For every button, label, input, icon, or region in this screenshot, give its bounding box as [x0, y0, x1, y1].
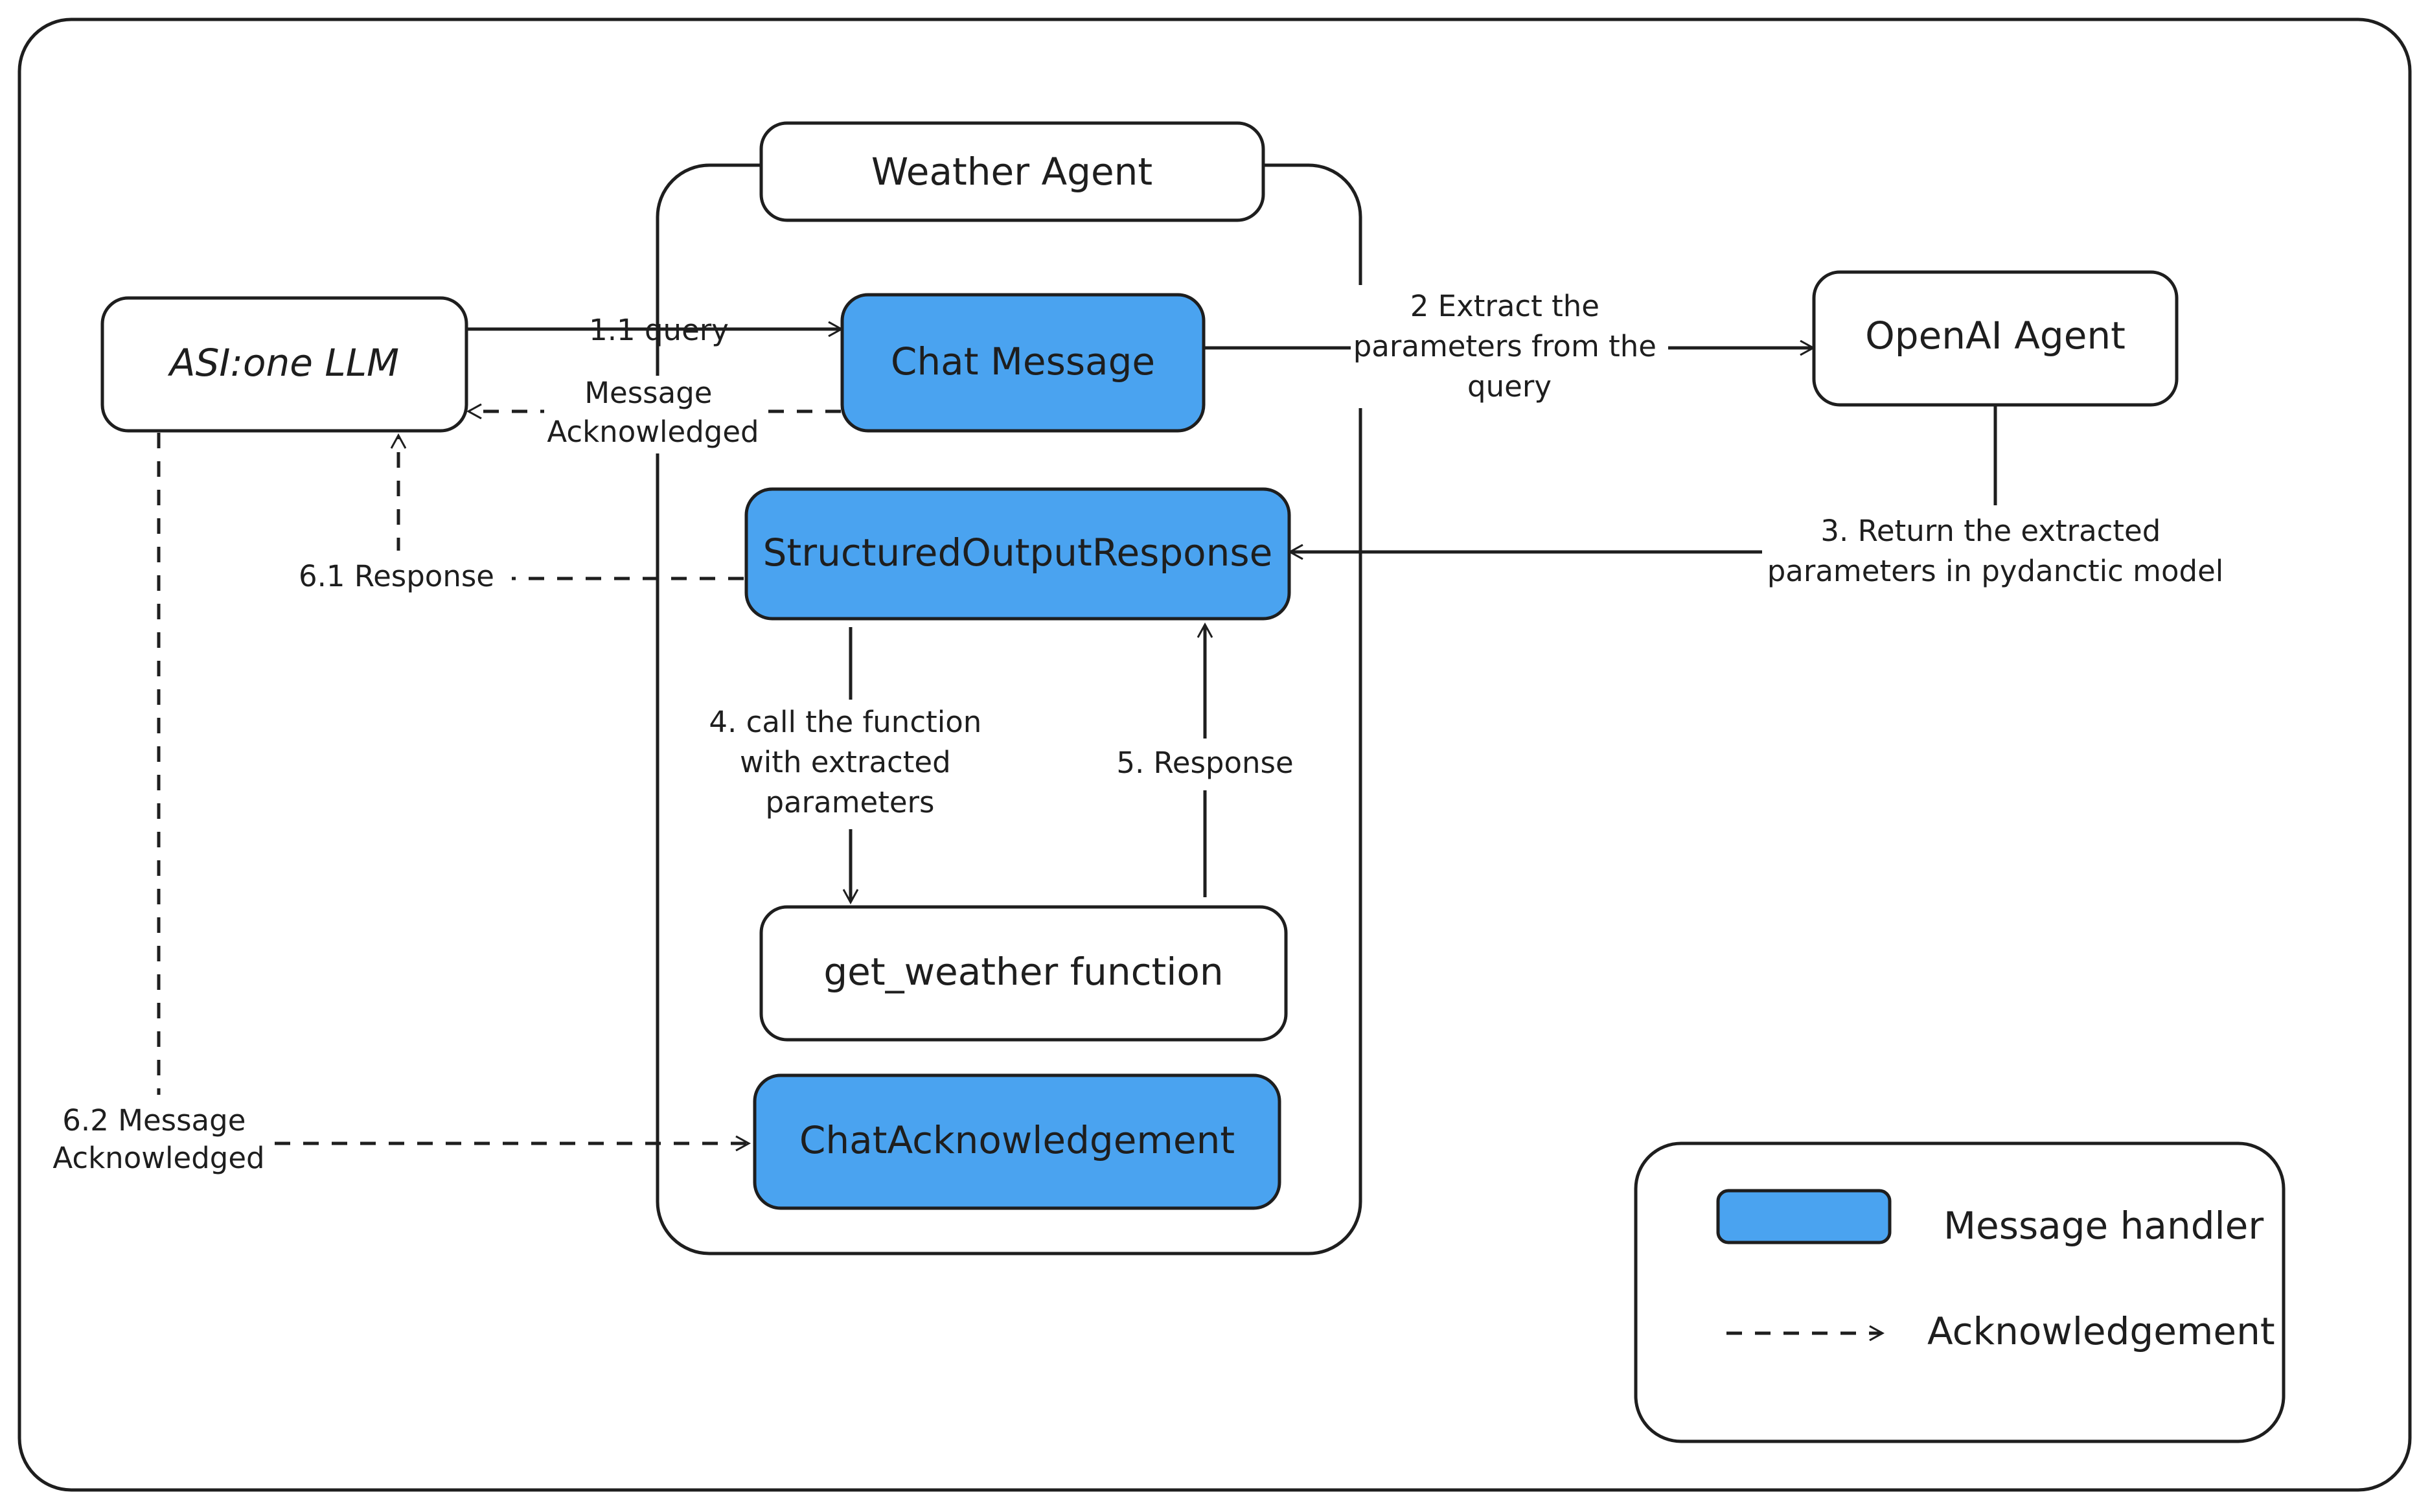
openai-agent-label: OpenAI Agent [1865, 314, 2126, 358]
edge-extract-line1: 2 Extract the [1410, 289, 1599, 323]
legend-box [1634, 1141, 2286, 1443]
edge-message-ack-label-bg [544, 376, 764, 453]
edge-message-ack-line1: Message [584, 376, 712, 410]
edge-extract-label: 2 Extract the parameters from the query [1353, 289, 1666, 404]
asi-one-node[interactable]: ASI:one LLM [100, 296, 468, 433]
structured-output-node[interactable]: StructuredOutputResponse [744, 487, 1291, 621]
legend-handler-swatch [1716, 1189, 1892, 1244]
edge-extract-line3: query [1467, 369, 1552, 404]
edge-call-function-line3: parameters [765, 785, 934, 819]
legend: Message handler Acknowledgement [1634, 1141, 2286, 1443]
get-weather-node[interactable]: get_weather function [759, 905, 1288, 1042]
edge-response-label-bg [1108, 739, 1302, 790]
structured-output-label: StructuredOutputResponse [763, 531, 1273, 575]
edge-return-label-bg [1762, 505, 2229, 596]
edge-response-6-1-label: 6.1 Response [299, 559, 494, 593]
edge-return-line2: parameters in pydanctic model [1767, 554, 2224, 588]
legend-handler-label: Message handler [1943, 1204, 2264, 1248]
edge-message-ack-line2: Acknowledged [547, 415, 759, 449]
edge-extract-label-bg [1351, 285, 1668, 408]
edge-response-6-1-label-bg [285, 551, 512, 602]
edge-ack-6-2-line2: Acknowledged [52, 1141, 264, 1175]
edge-extract-line2: parameters from the [1353, 329, 1656, 363]
edge-return-line1: 3. Return the extracted [1820, 514, 2161, 548]
edge-ack-6-2-line1: 6.2 Message [62, 1103, 246, 1138]
edge-ack-6-2-arrow [157, 433, 748, 1143]
weather-agent-title: Weather Agent [871, 150, 1152, 194]
chat-message-label: Chat Message [891, 339, 1155, 384]
outer-frame [17, 17, 2412, 1492]
edge-ack-6-2-label: 6.2 Message Acknowledged [52, 1103, 264, 1175]
chat-ack-label: ChatAcknowledgement [799, 1118, 1235, 1162]
edge-message-ack-label: Message Acknowledged [547, 376, 759, 449]
legend-ack-label: Acknowledgement [1927, 1309, 2275, 1353]
chat-ack-node[interactable]: ChatAcknowledgement [753, 1073, 1281, 1210]
edge-call-function-line2: with extracted [740, 745, 951, 779]
asi-one-label: ASI:one LLM [167, 341, 399, 385]
edge-ack-6-2-label-bg [49, 1095, 272, 1186]
edge-call-function-line1: 4. call the function [709, 705, 981, 739]
edge-call-function-label: 4. call the function with extracted para… [709, 705, 991, 819]
openai-agent-node[interactable]: OpenAI Agent [1812, 270, 2179, 407]
edge-query-label: 1.1 query [589, 313, 729, 347]
edge-return-label: 3. Return the extracted parameters in py… [1767, 514, 2224, 588]
get-weather-label: get_weather function [823, 950, 1223, 994]
weather-agent-title-box [759, 121, 1265, 222]
edge-response-label: 5. Response [1116, 746, 1293, 780]
chat-message-node[interactable]: Chat Message [840, 293, 1206, 433]
edge-call-function-label-bg [703, 700, 1001, 829]
